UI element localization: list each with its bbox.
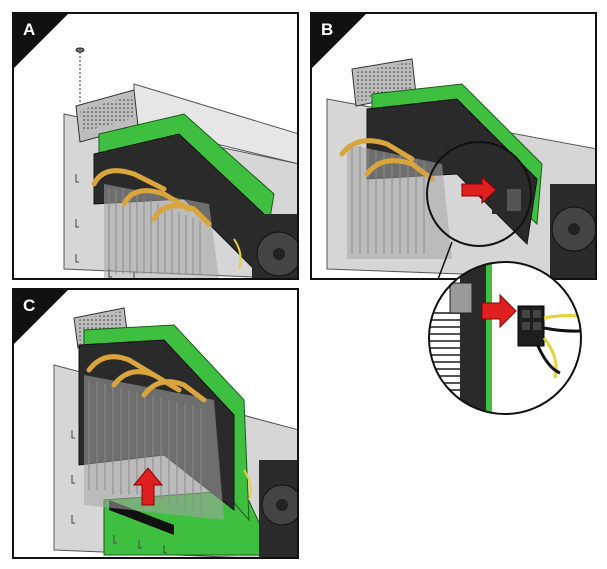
power-connector-icon	[517, 305, 581, 379]
panel-c-illustration	[53, 307, 297, 557]
panel-b-illustration	[326, 58, 595, 278]
arrow-icon	[132, 467, 164, 506]
magnifier-circle	[426, 141, 532, 247]
detail-magnified-view	[428, 261, 582, 415]
panel-a: A	[12, 12, 299, 280]
panel-a-illustration	[63, 47, 297, 278]
screw-icon	[75, 47, 85, 104]
chassis-fan	[233, 214, 297, 278]
arrow-icon	[461, 175, 497, 205]
panel-b: B	[310, 12, 597, 280]
panel-a-label: A	[23, 20, 36, 39]
arrow-icon	[481, 293, 517, 329]
panel-c: C	[12, 288, 299, 559]
panel-c-label: C	[23, 296, 36, 315]
panel-b-label: B	[321, 20, 334, 39]
